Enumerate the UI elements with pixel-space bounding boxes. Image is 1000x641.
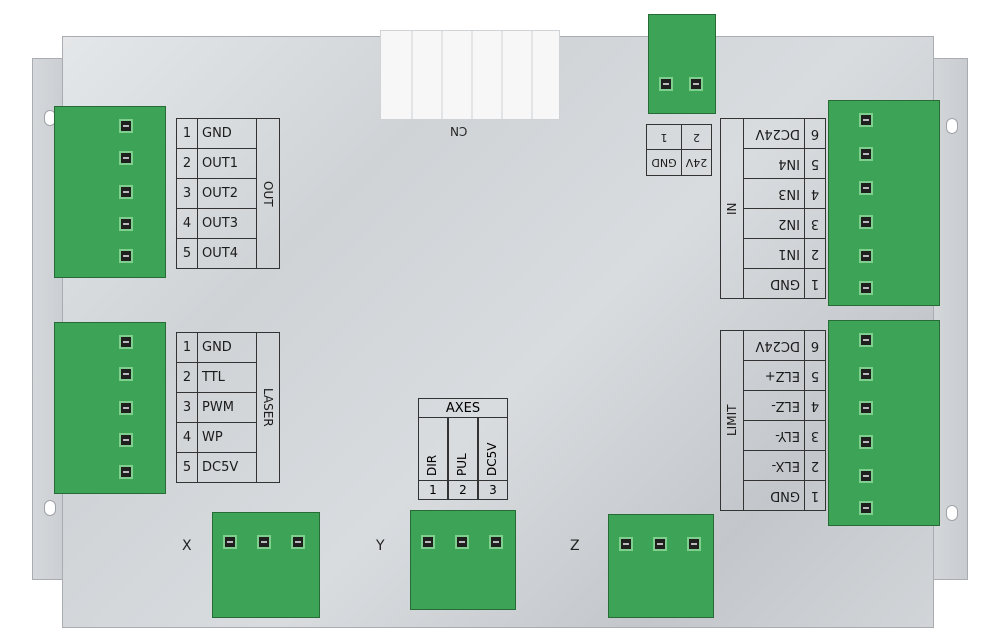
x-axis-terminal[interactable] [212,512,320,618]
limit-terminal[interactable] [828,320,940,526]
cn-connector [380,30,560,120]
power-label-table: 24V GND 2 1 [646,124,712,176]
mounting-hole [44,500,56,516]
axes-title: AXES [418,398,508,418]
cn-label: CN [450,124,468,138]
mounting-hole [946,118,958,134]
mounting-hole [946,505,958,521]
x-axis-label: X [182,538,192,554]
z-axis-label: Z [570,538,580,554]
y-axis-label: Y [376,538,385,554]
in-terminal[interactable] [828,100,940,306]
z-axis-terminal[interactable] [608,514,714,618]
out-terminal[interactable] [54,106,166,278]
out-title: OUT [256,118,280,269]
laser-terminal[interactable] [54,322,166,494]
power-terminal[interactable] [648,14,716,114]
axes-label-table: AXES DIR PUL DC5V 1 2 3 [418,398,508,502]
y-axis-terminal[interactable] [410,510,516,610]
in-title: IN [720,118,744,299]
limit-title: LIMIT [720,330,744,511]
laser-title: LASER [256,332,280,483]
